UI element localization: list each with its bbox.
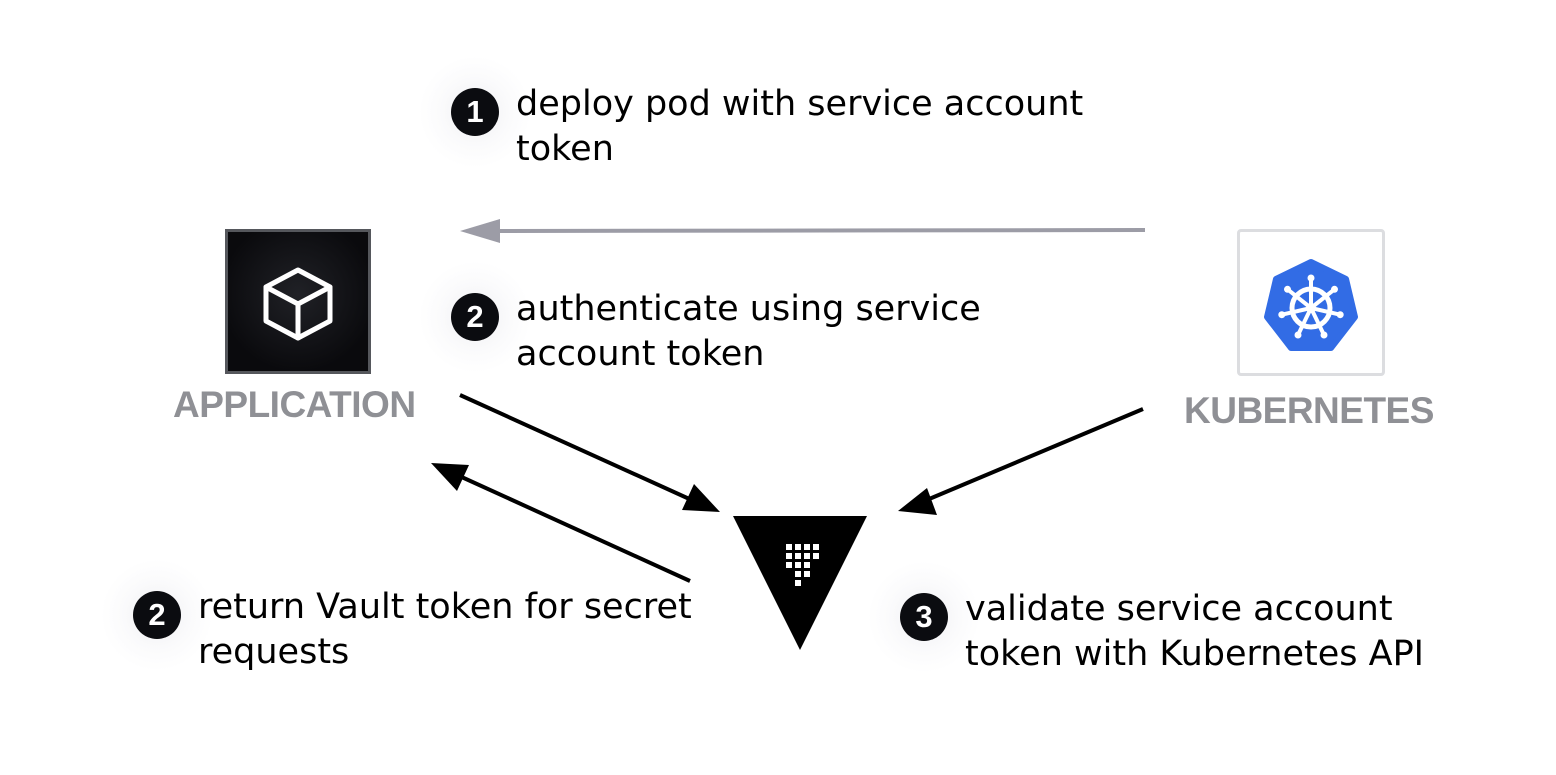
step-description: authenticate using service account token: [516, 289, 981, 374]
arrow-k8s-to-vault: [898, 407, 1144, 515]
cube-icon: [263, 267, 333, 341]
kubernetes-helm-icon: [1264, 259, 1358, 351]
step-2-authenticate: 2 authenticate using service account tok…: [420, 262, 981, 377]
step-number-badge: 3: [900, 593, 948, 641]
application-label: APPLICATION: [173, 384, 416, 425]
step-description: return Vault token for secret requests: [198, 587, 692, 672]
step-description: validate service account token with Kube…: [965, 589, 1424, 674]
application-node: [225, 229, 371, 374]
arrow-vault-to-application: [431, 463, 691, 583]
kubernetes-label: KUBERNETES: [1184, 390, 1434, 431]
arrow-k8s-to-application: [460, 219, 1146, 243]
arrow-application-to-vault: [459, 393, 720, 512]
step-number-badge: 2: [451, 293, 499, 341]
step-description: deploy pod with service account token: [516, 84, 1084, 169]
vault-triangle-icon: [733, 516, 867, 650]
step-1-deploy-pod: 1 deploy pod with service account token: [420, 57, 1083, 172]
step-2-return-vault-token: 2 return Vault token for secret requests: [102, 560, 692, 675]
step-3-validate: 3 validate service account token with Ku…: [869, 562, 1424, 677]
kubernetes-node: [1237, 229, 1385, 376]
step-number-badge: 1: [451, 88, 499, 136]
step-number-badge: 2: [133, 591, 181, 639]
